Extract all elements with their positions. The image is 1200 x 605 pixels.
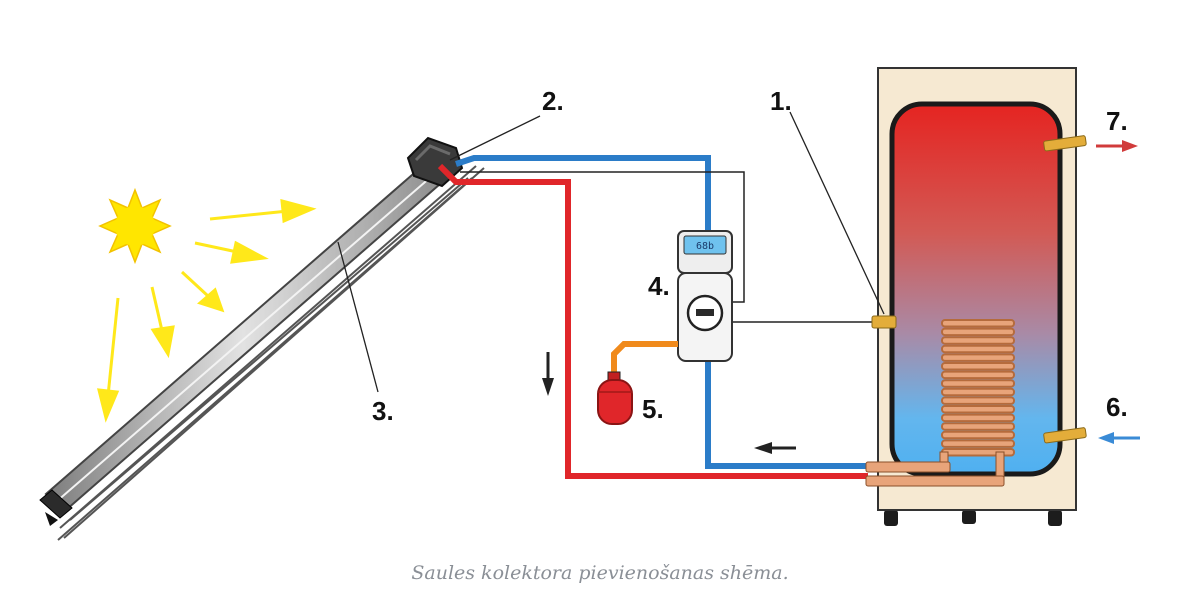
coil-loop <box>941 413 1015 423</box>
coil-loop <box>941 362 1015 371</box>
coil-loop <box>941 430 1015 440</box>
sensor-fitting <box>871 315 897 329</box>
label-sensor: 1. <box>770 86 792 116</box>
label-controller: 4. <box>648 271 670 301</box>
arrow-icon-cold-in <box>1098 432 1140 444</box>
tank-vessel <box>889 101 1063 477</box>
coil-loop <box>941 387 1015 397</box>
collector-end-cap <box>39 489 73 526</box>
leader-lines <box>337 111 885 393</box>
coil-loop <box>941 422 1015 431</box>
coil-loop <box>941 439 1015 448</box>
coil-loop <box>941 396 1015 405</box>
coil-loop <box>941 336 1015 345</box>
label-hot-outlet: 7. <box>1106 106 1128 136</box>
coil-loop <box>941 379 1015 388</box>
controller-display: 68b <box>696 241 714 252</box>
label-collector-head: 2. <box>542 86 564 116</box>
coil-loop <box>941 405 1015 414</box>
label-collector: 3. <box>372 396 394 426</box>
label-expansion-vessel: 5. <box>642 394 664 424</box>
expansion-pipe <box>611 341 678 374</box>
cold-pipe <box>455 155 868 469</box>
tank-legs <box>884 510 1062 526</box>
collector-frame <box>57 165 485 541</box>
controller-pump-station: 68b <box>677 230 733 362</box>
heat-exchanger-coil <box>941 319 1015 457</box>
coil-loop <box>941 319 1015 328</box>
coil-loop <box>941 370 1015 380</box>
sun-rays <box>97 198 317 423</box>
coil-connections <box>865 451 1005 487</box>
arrow-icon-hot-out <box>1096 140 1138 152</box>
expansion-vessel <box>597 371 633 425</box>
cold-inlet-fitting <box>1043 427 1087 444</box>
brass-fittings <box>871 135 1087 444</box>
coil-loop <box>941 344 1015 354</box>
sensor-wires <box>460 171 874 323</box>
coil-loop <box>941 353 1015 362</box>
coil-loop <box>941 327 1015 337</box>
hot-outlet-fitting <box>1043 135 1087 152</box>
arrow-icon-hot-down <box>542 352 554 396</box>
solar-collector-tube <box>44 166 442 512</box>
sun-icon <box>98 187 172 265</box>
label-cold-inlet: 6. <box>1106 392 1128 422</box>
figure-caption: Saules kolektora pievienošanas shēma. <box>411 562 789 584</box>
hot-pipe <box>437 163 868 479</box>
arrow-icon-cold-left <box>754 442 796 454</box>
